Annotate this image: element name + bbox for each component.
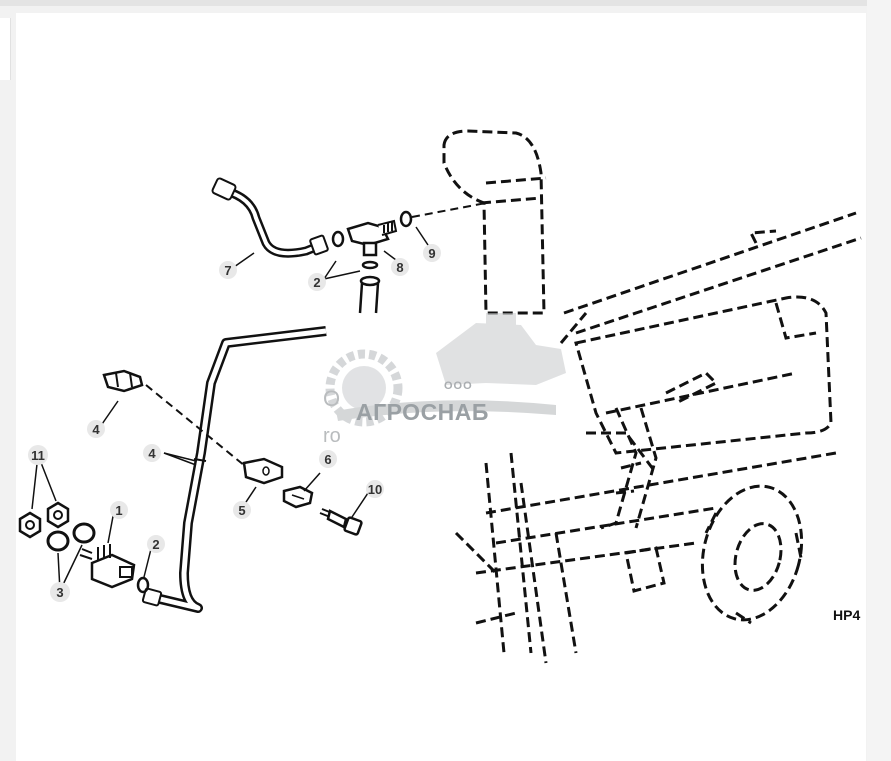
figure-code: HP4 (833, 607, 861, 623)
top-bar (0, 0, 891, 6)
callout-11: 11 (28, 445, 48, 465)
svg-text:6: 6 (324, 452, 331, 467)
svg-text:1: 1 (115, 503, 122, 518)
lower-pipe-assembly (18, 326, 363, 613)
svg-text:8: 8 (396, 260, 403, 275)
watermark-fragment-top: O (323, 386, 341, 411)
svg-text:3: 3 (56, 585, 63, 600)
callout-9: 9 (423, 244, 441, 262)
svg-text:2: 2 (152, 537, 159, 552)
watermark-company: АГРОСНАБ (356, 399, 489, 425)
callouts: 7 2 8 9 4 4 5 6 10 1 2 11 3 (28, 244, 441, 602)
callout-5: 6 (319, 450, 337, 468)
exploded-parts-diagram: 7 2 8 9 4 4 5 6 10 1 2 11 3 (18, 129, 862, 664)
left-side-panel (0, 18, 11, 80)
callout-10: 3 (50, 582, 70, 602)
svg-text:10: 10 (368, 482, 382, 497)
callout-2-lower: 2 (147, 535, 165, 553)
callout-6: 10 (366, 480, 384, 498)
callout-4-upper: 4 (87, 420, 105, 438)
svg-text:7: 7 (224, 263, 231, 278)
right-scroll-strip[interactable] (867, 0, 891, 761)
upper-hose-assembly (211, 177, 487, 314)
svg-text:4: 4 (92, 422, 100, 437)
watermark-prefix: ООО (444, 380, 473, 392)
svg-text:11: 11 (31, 448, 45, 463)
tractor-outline (442, 129, 862, 664)
watermark-logo (325, 313, 566, 427)
callout-8: 8 (391, 258, 409, 276)
callout-4-middle: 5 (233, 501, 251, 519)
svg-text:5: 5 (238, 503, 245, 518)
callout-7: 7 (219, 261, 237, 279)
leader-lines (31, 226, 433, 592)
svg-text:9: 9 (428, 246, 435, 261)
diagram-canvas: 7 2 8 9 4 4 5 6 10 1 2 11 3 O ro (16, 13, 866, 761)
watermark-fragment-bottom: ro (323, 425, 341, 447)
callout-2-upper: 2 (308, 273, 326, 291)
svg-text:2: 2 (313, 275, 320, 290)
callout-3: 4 (143, 444, 161, 462)
callout-1: 1 (110, 501, 128, 519)
svg-text:4: 4 (148, 446, 156, 461)
